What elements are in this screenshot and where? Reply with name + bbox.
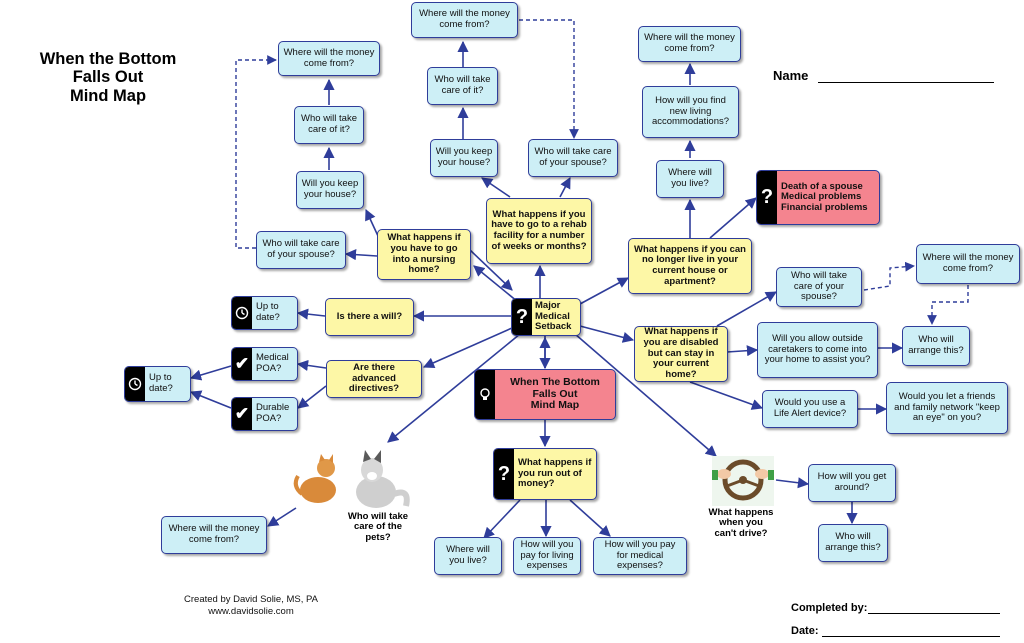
get-around-node: How will you get around? <box>808 464 896 502</box>
dashed-nursing-loop <box>235 55 277 249</box>
clock-icon <box>125 367 145 401</box>
keep-eye-node: Would you let a friends and family netwo… <box>886 382 1008 434</box>
nursing-spouse-node: Who will take care of your spouse? <box>256 231 346 269</box>
edge-rehab-house <box>481 177 511 198</box>
edge-setback-directives <box>422 327 513 369</box>
page-title: When the Bottom Falls Out Mind Map <box>39 50 177 105</box>
edge-setback-nursing <box>473 265 519 303</box>
edge-money-medical <box>569 499 611 537</box>
clock-icon <box>232 297 252 329</box>
pets-money-node: Where will the money come from? <box>161 516 267 554</box>
edge-dir-durable <box>297 385 327 409</box>
medical-expenses-node: How will you pay for medical expenses? <box>593 537 687 575</box>
life-alert-node: Would you use a Life Alert device? <box>762 390 858 428</box>
edge-rehab-spouse <box>559 177 571 198</box>
edge-setback-drive <box>574 333 717 457</box>
life-events-node: ? Death of a spouse Medical problems Fin… <box>756 170 880 225</box>
name-line[interactable] <box>818 82 994 83</box>
steering-wheel-icon <box>712 456 774 506</box>
edge-nursing-spouse <box>344 249 378 261</box>
edge-disabled-alert <box>689 381 764 410</box>
rehab-careit-node: Who will take care of it? <box>427 67 498 105</box>
will-uptodate-node: Up to date? <box>231 296 298 330</box>
money-out-node: ? What happens if you run out of money? <box>493 448 597 500</box>
housing-live-node: Where will you live? <box>656 160 724 198</box>
directives-node: Are there advanced directives? <box>326 360 422 398</box>
nursing-house-node: Will you keep your house? <box>296 171 364 209</box>
credit-text: Created by David Solie, MS, PA www.david… <box>184 594 318 617</box>
lightbulb-icon <box>475 370 495 419</box>
nursing-home-node: What happens if you have to go into a nu… <box>377 229 471 280</box>
rehab-node: What happens if you have to go to a reha… <box>486 198 592 264</box>
edge-will-uptodate <box>296 308 326 320</box>
disabled-money-node: Where will the money come from? <box>916 244 1020 284</box>
edge-setback-housing <box>579 277 629 305</box>
date-line[interactable] <box>822 636 1000 637</box>
checkmark-icon: ✔ <box>232 398 252 430</box>
edge-disabled-spouse <box>716 291 777 327</box>
durable-poa-node: ✔ Durable POA? <box>231 397 298 431</box>
pets-caption: Who will take care of the pets? <box>347 511 409 543</box>
edge-housing-death <box>709 197 757 239</box>
disabled-node: What happens if you are disabled but can… <box>634 326 728 382</box>
edge-medical-uptodate <box>189 365 232 381</box>
edge-durable-uptodate <box>189 390 232 409</box>
edge-setback-pets <box>387 333 521 443</box>
rehab-money-node: Where will the money come from? <box>411 2 518 38</box>
name-label: Name <box>773 68 809 83</box>
edge-nursing-setback2 <box>469 249 513 291</box>
living-expenses-node: How will you pay for living expenses <box>513 537 581 575</box>
edge-money-live <box>483 499 521 539</box>
disabled-spouse-node: Who will take care of your spouse? <box>776 267 862 307</box>
setback-node: ? Major Medical Setback <box>511 298 581 336</box>
dashed-spouse-money <box>863 261 915 291</box>
rehab-spouse-node: Who will take care of your spouse? <box>528 139 618 177</box>
rehab-house-node: Will you keep your house? <box>430 139 498 177</box>
question-icon: ? <box>494 449 514 499</box>
checkmark-icon: ✔ <box>232 348 252 380</box>
housing-node: What happens if you can no longer live i… <box>628 238 752 294</box>
directives-uptodate-node: Up to date? <box>124 366 191 402</box>
dashed-rehab-loop <box>519 19 579 139</box>
question-icon: ? <box>757 171 777 224</box>
nursing-careit-node: Who will take care of it? <box>294 106 364 144</box>
question-icon: ? <box>512 299 532 335</box>
drive-arrange-node: Who will arrange this? <box>818 524 888 562</box>
completed-by-label: Completed by: <box>791 602 868 614</box>
will-node: Is there a will? <box>325 298 414 336</box>
nursing-money-node: Where will the money come from? <box>278 41 380 76</box>
edge-nursing-house <box>365 208 379 237</box>
cat-dog-image <box>293 450 410 508</box>
edge-dir-medical <box>296 359 327 371</box>
caretakers-node: Will you allow outside caretakers to com… <box>757 322 878 378</box>
medical-poa-node: ✔ Medical POA? <box>231 347 298 381</box>
center-node: When The Bottom Falls Out Mind Map <box>474 369 616 420</box>
disabled-arrange-node: Who will arrange this? <box>902 326 970 366</box>
date-label: Date: <box>791 625 819 637</box>
drive-caption: What happens when you can't drive? <box>708 507 774 539</box>
money-live-node: Where will you live? <box>434 537 502 575</box>
edge-drive-around <box>775 477 810 489</box>
completed-by-line[interactable] <box>868 613 1000 614</box>
housing-money-node: Where will the money come from? <box>638 26 741 62</box>
dashed-money-arrange <box>927 285 969 325</box>
edge-setback-disabled <box>579 325 635 343</box>
edge-pets-money <box>267 507 297 527</box>
edge-disabled-care <box>726 345 759 357</box>
housing-find-node: How will you find new living accommodati… <box>642 86 739 138</box>
